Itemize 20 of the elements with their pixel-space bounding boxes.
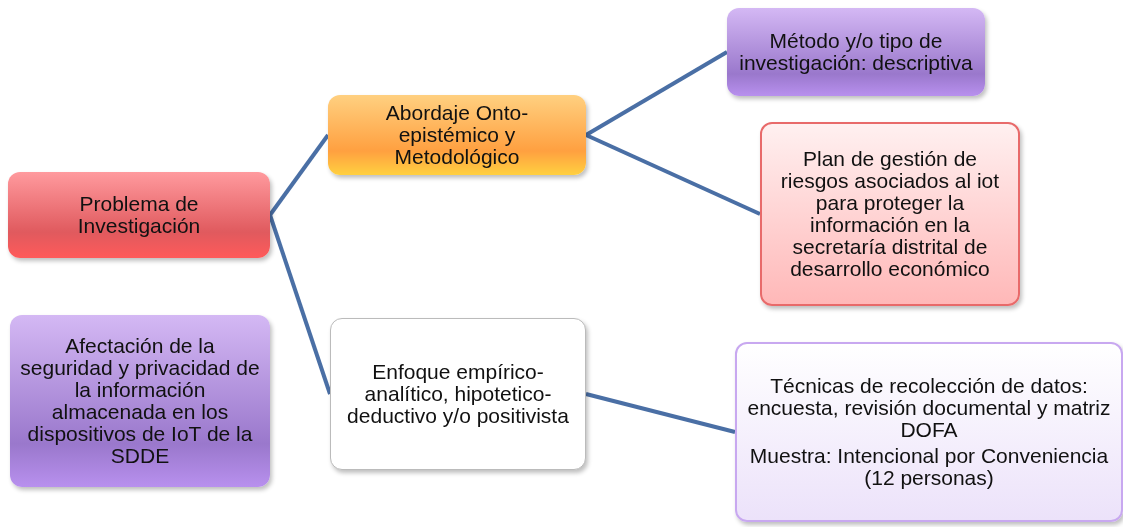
connector-line	[268, 133, 330, 217]
box-text: Método y/o tipo de investigación: descriptiva	[738, 29, 974, 75]
box-text: Abordaje Onto-epistémico y Metodológico	[384, 101, 530, 169]
rounded-box	[328, 95, 586, 175]
box-text: Plan de gestión de riesgos asociados al iot para proteger la información en la secretaría distrital de desarrollo económico	[779, 147, 1001, 281]
connector-line	[268, 214, 332, 395]
connector-line	[585, 392, 736, 434]
box-text: Afectación de la seguridad y privacidad de la información almacenada en los dispositivos de IoT de la SDDE	[19, 334, 261, 468]
box-text: Técnicas de recolección de datos: encuesta, revisión documental y matriz DOFA	[746, 374, 1112, 441]
box-text: Problema de Investigación	[76, 192, 202, 238]
connector-line	[585, 133, 761, 216]
rounded-box	[727, 8, 985, 96]
rounded-box	[330, 318, 586, 470]
rounded-box	[760, 122, 1020, 306]
rounded-box	[8, 172, 270, 258]
rounded-box	[10, 315, 270, 487]
rounded-box	[735, 342, 1123, 522]
box-text: Muestra: Intencional por Conveniencia (12 personas)	[748, 445, 1110, 490]
box-text: Enfoque empírico-analítico, hipotetico-deductivo y/o positivista	[346, 360, 570, 428]
connector-line	[585, 50, 728, 137]
